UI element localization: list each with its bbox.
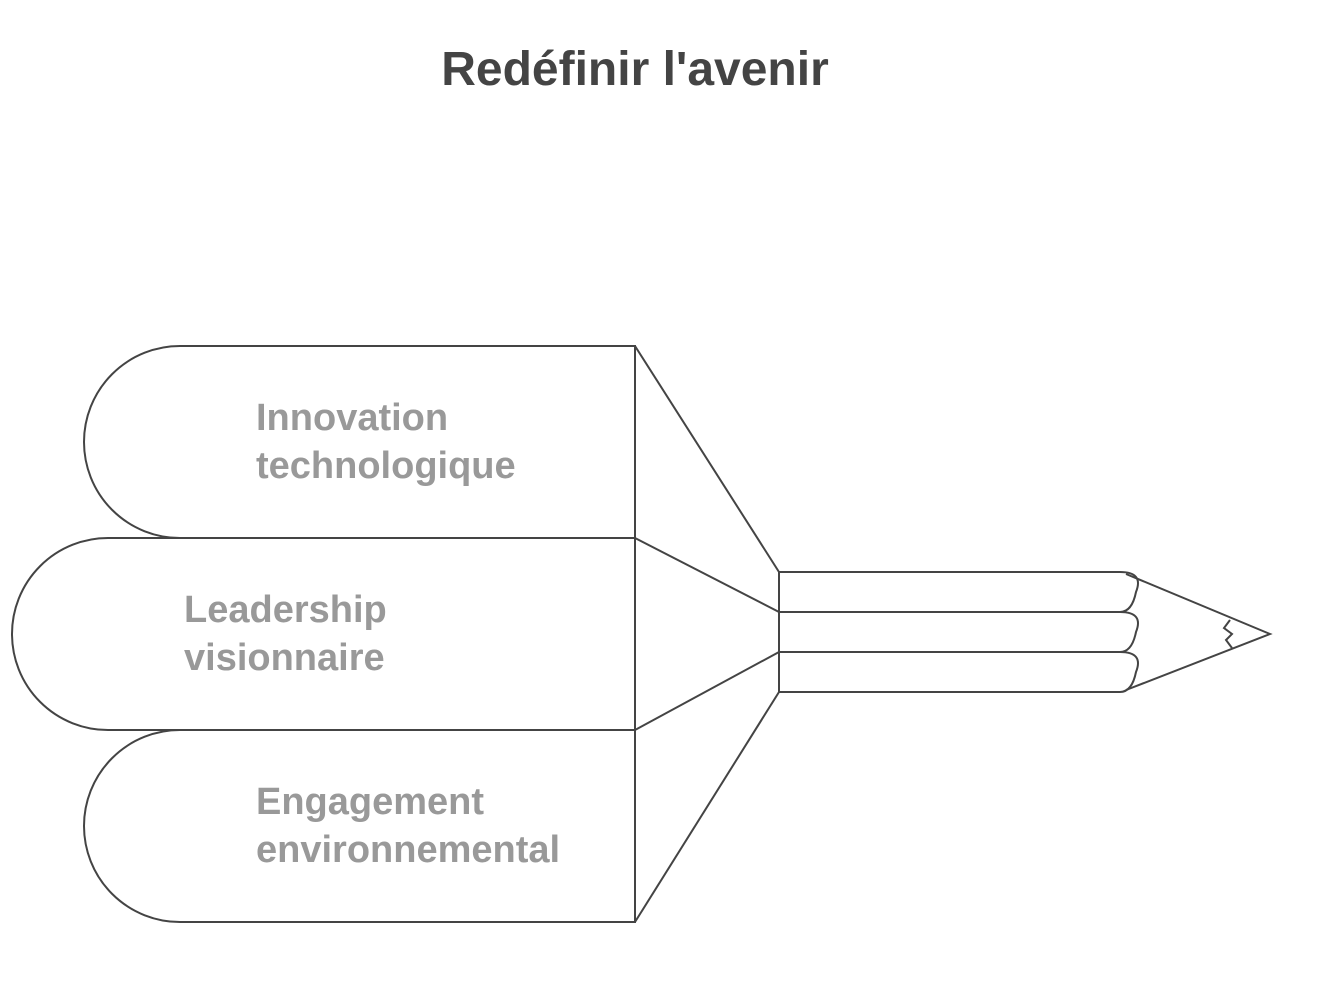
connector-top — [634, 345, 780, 573]
block-middle — [11, 537, 636, 731]
connector-upper-mid — [634, 537, 780, 613]
label-line: Innovation — [256, 397, 449, 439]
label-innovation: Innovation technologique — [256, 394, 516, 490]
label-line: visionnaire — [184, 637, 385, 679]
pencil-lead — [1222, 619, 1234, 649]
label-line: environnemental — [256, 829, 561, 871]
block-bottom — [83, 729, 636, 923]
block-top — [83, 345, 636, 539]
pencil-body — [778, 571, 1120, 693]
pencil-scallops — [1119, 571, 1139, 693]
label-line: Leadership — [184, 589, 387, 631]
connector-bottom — [634, 691, 780, 923]
label-line: technologique — [256, 445, 516, 487]
label-line: Engagement — [256, 781, 485, 823]
page-title: Redéfinir l'avenir — [441, 43, 829, 96]
connector-lower-mid — [634, 651, 780, 731]
label-engagement: Engagement environnemental — [256, 778, 560, 874]
pencil-tip — [1125, 573, 1273, 691]
label-leadership: Leadership visionnaire — [184, 586, 387, 682]
